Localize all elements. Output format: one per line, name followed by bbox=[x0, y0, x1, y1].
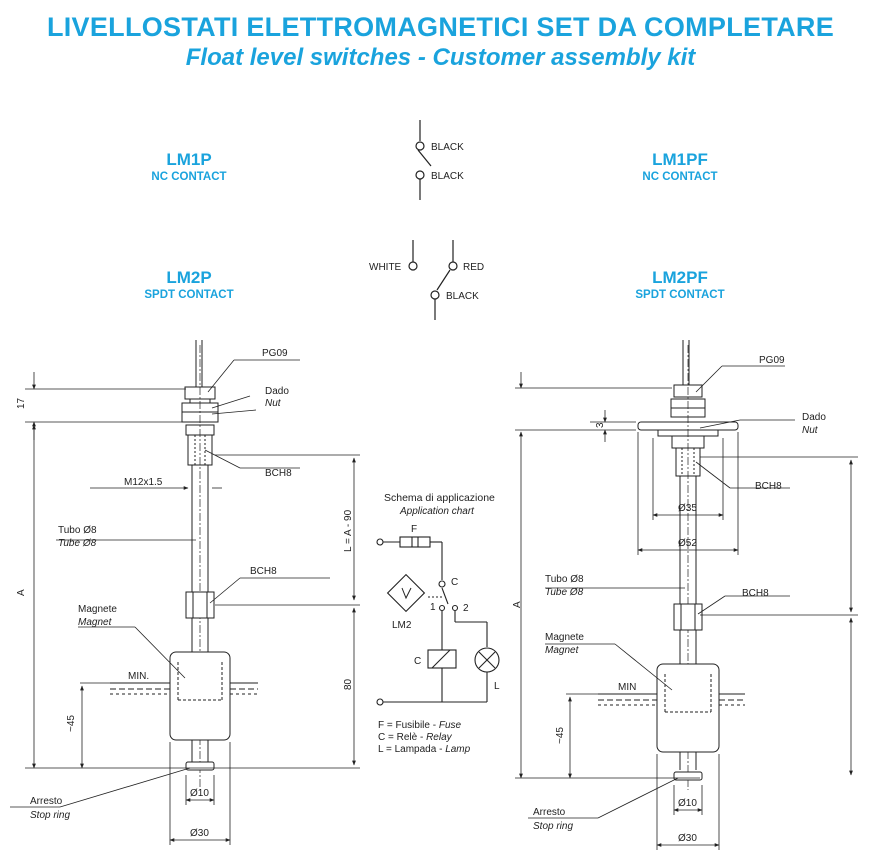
right-tube-label-en: Tube Ø8 bbox=[545, 587, 584, 598]
left-bch8-top-label: BCH8 bbox=[265, 468, 292, 479]
left-pg09-label: PG09 bbox=[262, 348, 288, 359]
schema-f-label: F bbox=[411, 524, 417, 535]
schema-relay-label: C bbox=[414, 656, 421, 667]
right-dim-45: ~45 bbox=[555, 727, 566, 744]
right-dim-3: 3 bbox=[595, 422, 606, 428]
left-dimension-lines bbox=[10, 359, 360, 845]
schema-lamp-label: L bbox=[494, 681, 500, 692]
left-min-label: MIN. bbox=[128, 671, 149, 682]
left-magnet-label-en: Magnet bbox=[78, 617, 113, 628]
model-lm2p-contact: SPDT CONTACT bbox=[144, 289, 234, 301]
left-dim-45: ~45 bbox=[66, 715, 77, 732]
right-switch-drawing bbox=[598, 340, 745, 790]
right-d30-label: Ø30 bbox=[678, 833, 697, 844]
right-d10-label: Ø10 bbox=[678, 798, 697, 809]
nc-contact-symbol bbox=[415, 120, 432, 200]
left-thread-label: M12x1.5 bbox=[124, 477, 163, 488]
left-tube-label-it: Tubo Ø8 bbox=[58, 525, 97, 536]
model-lm2pf-name: LM2PF bbox=[652, 268, 708, 287]
left-switch-drawing bbox=[110, 340, 258, 790]
schema-legend-c: C = Relè - Relay bbox=[378, 732, 453, 743]
left-stop-label-it: Arresto bbox=[30, 796, 63, 807]
model-lm1pf: LM1PF NC CONTACT bbox=[580, 150, 780, 183]
left-d30-label: Ø30 bbox=[190, 828, 209, 839]
right-stop-label-it: Arresto bbox=[533, 807, 566, 818]
right-pg09-label: PG09 bbox=[759, 355, 785, 366]
right-nut-label-it: Dado bbox=[802, 412, 826, 423]
wire-label-white: WHITE bbox=[369, 262, 402, 273]
left-dim-l: L = A - 90 bbox=[343, 509, 354, 552]
schema-c-label: C bbox=[451, 577, 458, 588]
wire-label-black-2: BLACK bbox=[431, 171, 464, 182]
model-lm2p-name: LM2P bbox=[166, 268, 212, 287]
model-lm1p: LM1P NC CONTACT bbox=[89, 150, 289, 183]
schema-node-1: 1 bbox=[430, 602, 436, 613]
right-min-label: MIN bbox=[618, 682, 636, 693]
left-magnet-label-it: Magnete bbox=[78, 604, 117, 615]
model-lm1pf-name: LM1PF bbox=[652, 150, 708, 169]
left-dim-17: 17 bbox=[16, 397, 27, 409]
schema-legend-l: L = Lampada - Lamp bbox=[378, 744, 471, 755]
model-lm2pf-contact: SPDT CONTACT bbox=[635, 289, 725, 301]
right-tube-label-it: Tubo Ø8 bbox=[545, 574, 584, 585]
left-dim-a: A bbox=[16, 589, 27, 596]
schema-legend-f: F = Fusibile - Fuse bbox=[378, 720, 462, 731]
model-lm1p-contact: NC CONTACT bbox=[151, 171, 227, 183]
model-lm2pf: LM2PF SPDT CONTACT bbox=[580, 268, 780, 301]
wire-label-black-1: BLACK bbox=[431, 142, 464, 153]
left-bch8-mid-label: BCH8 bbox=[250, 566, 277, 577]
right-nut-label-en: Nut bbox=[802, 425, 819, 436]
left-tube-label-en: Tube Ø8 bbox=[58, 538, 97, 549]
left-stop-label-en: Stop ring bbox=[30, 810, 70, 821]
right-dim-a: A bbox=[512, 601, 523, 608]
title-english: Float level switches - Customer assembly… bbox=[185, 44, 696, 71]
schema-node-2: 2 bbox=[463, 603, 469, 614]
application-schema bbox=[376, 536, 500, 706]
right-magnet-label-en: Magnet bbox=[545, 645, 580, 656]
right-d52-label: Ø52 bbox=[678, 538, 697, 549]
right-stop-label-en: Stop ring bbox=[533, 821, 573, 832]
model-lm1p-name: LM1P bbox=[166, 150, 212, 169]
wire-label-black-3: BLACK bbox=[446, 291, 479, 302]
left-nut-label-en: Nut bbox=[265, 398, 282, 409]
right-bch8-mid-label: BCH8 bbox=[742, 588, 769, 599]
title-italian: LIVELLOSTATI ELETTROMAGNETICI SET DA COM… bbox=[46, 12, 835, 42]
left-d10-label: Ø10 bbox=[190, 788, 209, 799]
schema-title-en: Application chart bbox=[399, 506, 475, 517]
right-d35-label: Ø35 bbox=[678, 503, 697, 514]
model-lm1pf-contact: NC CONTACT bbox=[642, 171, 718, 183]
wire-label-red: RED bbox=[463, 262, 484, 273]
right-dimension-lines bbox=[515, 365, 858, 850]
model-lm2p: LM2P SPDT CONTACT bbox=[89, 268, 289, 301]
right-bch8-top-label: BCH8 bbox=[755, 481, 782, 492]
left-dim-80: 80 bbox=[343, 678, 354, 690]
schema-lm2-label: LM2 bbox=[392, 620, 412, 631]
left-nut-label-it: Dado bbox=[265, 386, 289, 397]
right-magnet-label-it: Magnete bbox=[545, 632, 584, 643]
schema-title-it: Schema di applicazione bbox=[384, 492, 495, 504]
spdt-contact-symbol bbox=[408, 240, 458, 320]
